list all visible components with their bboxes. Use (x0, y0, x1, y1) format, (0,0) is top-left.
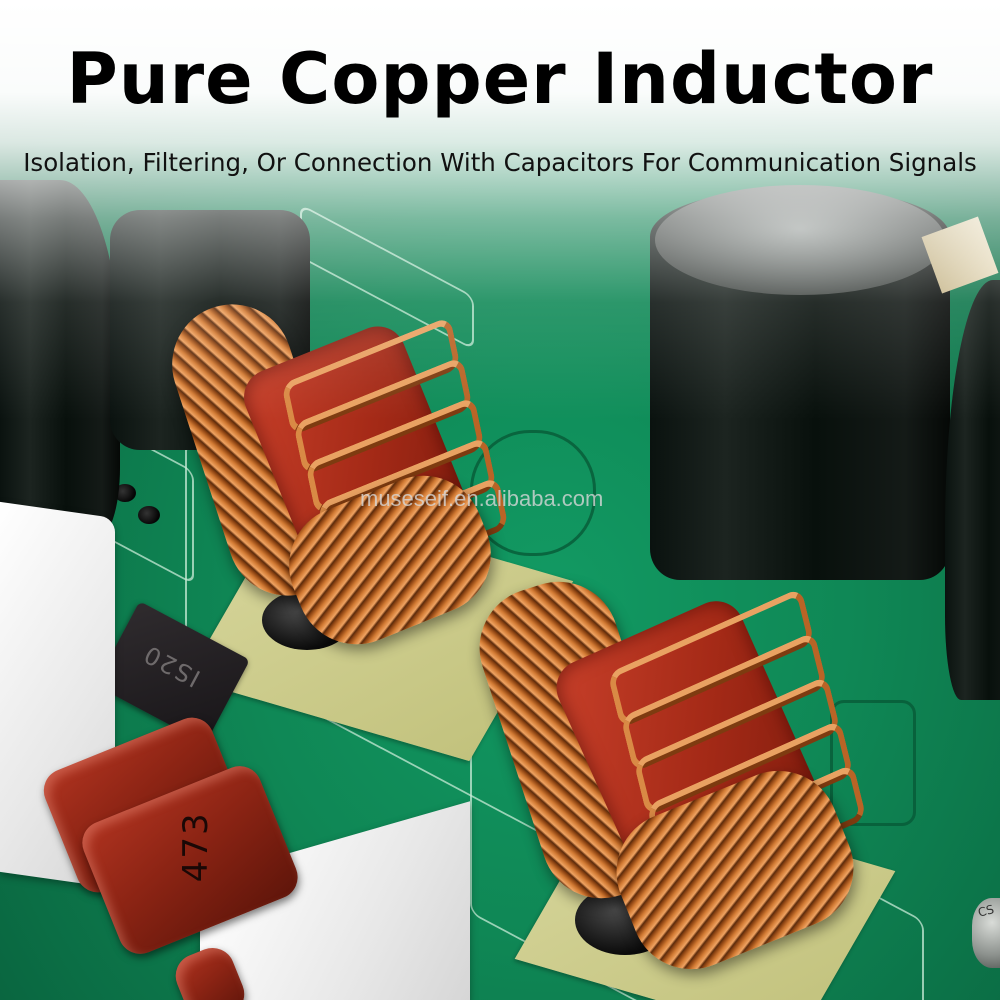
via-hole (138, 506, 160, 524)
toroid-inductor-right (463, 560, 872, 988)
pcb-trace (470, 430, 596, 556)
smd-capacitor-label: CS (976, 902, 996, 920)
watermark: museseif.en.alibaba.com (360, 486, 604, 511)
page-title: Pure Copper Inductor (66, 38, 934, 120)
ic-chip-label: IS20 (138, 639, 205, 693)
header-gradient (0, 0, 1000, 420)
smd-capacitor: CS (972, 898, 1000, 968)
page-subtitle: Isolation, Filtering, Or Connection With… (23, 148, 977, 177)
film-capacitor-label: 473 (175, 811, 216, 883)
via-hole (114, 484, 136, 502)
pcb-trace (830, 700, 916, 826)
